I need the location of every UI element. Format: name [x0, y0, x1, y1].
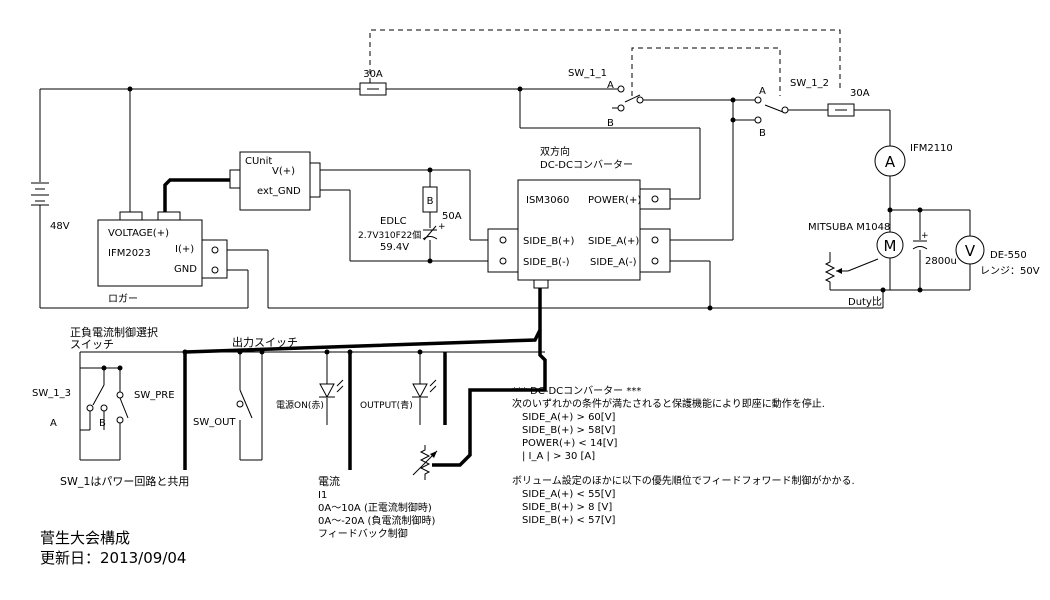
motor-cap: 2800u	[925, 256, 957, 267]
sw-1-3-label: SW_1_3	[32, 388, 71, 399]
stop-condition: SIDE_B(+) > 58[V]	[522, 425, 616, 436]
sw-label: SW_1_2	[790, 78, 829, 89]
sw-out-label: SW_OUT	[193, 417, 236, 428]
motor-m1048: M MITSUBA M1048 Duty比 + 2800u	[808, 222, 957, 308]
control-panel: 正負電流制御選択 スイッチ 出力スイッチ SW_1_3 SW_PRE A B S…	[32, 325, 298, 488]
fuse-rating: 30A	[363, 69, 383, 80]
svg-text:+: +	[921, 231, 929, 241]
fuse-label: B	[427, 196, 434, 207]
notes-priority-intro: ボリューム設定のほかに以下の優先順位でフィードフォワード制御がかかる.	[512, 474, 855, 487]
contact-a-label: A	[50, 418, 57, 429]
cunit-extgnd: ext_GND	[257, 186, 301, 197]
cunit-box: CUnit V(+) ext_GND	[229, 151, 321, 211]
polarity-select-2: スイッチ	[70, 338, 114, 351]
edlc-voltage: 59.4V	[380, 242, 409, 253]
fuse-30a-right: 30A	[827, 88, 870, 117]
cunit-vplus: V(+)	[272, 166, 295, 177]
priority-condition: SIDE_A(+) < 55[V]	[522, 489, 616, 500]
fuse-edlc: B 50A	[422, 186, 462, 222]
voltmeter-de550: V DE-550 レンジ：50V	[955, 235, 1040, 277]
wiring	[39, 29, 971, 461]
logger-ifm2023: VOLTAGE(+) IFM2023 I(+) GND ロガー	[97, 211, 228, 305]
converter-model: ISM3060	[526, 195, 569, 206]
led-output-label: OUTPUT(青)	[360, 399, 413, 411]
contact-b-label: B	[607, 118, 614, 129]
current-potentiometer	[412, 445, 438, 480]
contact-b-label: B	[99, 418, 106, 429]
fuse-rating: 30A	[850, 88, 870, 99]
fuse-rating: 50A	[442, 211, 462, 222]
voltmeter-symbol: V	[965, 242, 976, 260]
led-power-label: 電源ON(赤)	[276, 400, 324, 411]
duty-label: Duty比	[848, 296, 882, 308]
voltmeter-range: レンジ：50V	[980, 266, 1040, 277]
thick-wiring	[163, 178, 547, 470]
stop-condition: SIDE_A(+) > 60[V]	[522, 412, 616, 423]
ammeter-ifm2110: A IFM2110	[874, 143, 953, 177]
converter-notes: *** DC-DCコンバーター *** 次のいずれかの条件が満たされると保護機能…	[512, 385, 855, 526]
battery-48v: 48V	[31, 182, 70, 232]
polarity-select-1: 正負電流制御選択	[70, 325, 158, 339]
current-title: 電流	[318, 474, 340, 488]
contact-a-label: A	[607, 80, 614, 91]
motor-symbol: M	[884, 237, 897, 255]
side-a-plus-label: SIDE_A(+)	[588, 236, 639, 247]
current-i1: I1	[318, 490, 327, 501]
notes-stop-intro: 次のいずれかの条件が満たされると保護機能により即座に動作を停止.	[512, 397, 825, 410]
side-b-plus-label: SIDE_B(+)	[523, 236, 574, 247]
motor-name: MITSUBA M1048	[808, 222, 890, 233]
side-a-minus-label: SIDE_A(-)	[590, 257, 637, 268]
junction-nodes	[101, 86, 923, 371]
converter-ism3060: 双方向 DC-DCコンバーター ISM3060 POWER(+) SIDE_B(…	[487, 145, 671, 289]
led-power: 電源ON(赤)	[276, 379, 344, 411]
gnd-label: GND	[174, 264, 197, 275]
updated-date: 更新日：2013/09/04	[40, 549, 186, 567]
priority-condition: SIDE_B(+) > 8 [V]	[522, 502, 612, 513]
svg-text:+: +	[438, 222, 446, 232]
output-switch-label: 出力スイッチ	[232, 335, 298, 349]
notes-header: *** DC-DCコンバーター ***	[512, 385, 641, 397]
battery-label: 48V	[50, 221, 70, 232]
converter-title-2: DC-DCコンバーター	[540, 159, 633, 171]
current-positive: 0A～10A (正電流制御時)	[318, 501, 432, 514]
converter-title-1: 双方向	[540, 145, 570, 158]
logger-model: IFM2023	[108, 248, 151, 259]
contact-b-label: B	[759, 128, 766, 139]
footer: 菅生大会構成 更新日：2013/09/04	[40, 529, 186, 567]
fuse-30a-top: 30A	[359, 69, 387, 96]
current-notes: 電流 I1 0A～10A (正電流制御時) 0A～-20A (負電流制御時) フ…	[318, 474, 435, 540]
edlc-name: EDLC	[380, 216, 407, 227]
sw-pre-label: SW_PRE	[134, 390, 175, 401]
contact-a-label: A	[759, 86, 766, 97]
voltmeter-name: DE-550	[990, 250, 1027, 261]
switch-sw-1-2: SW_1_2 A B	[754, 78, 829, 139]
led-output: OUTPUT(青)	[360, 379, 437, 411]
edlc-capacitor: + EDLC 2.7V310F22個 59.4V	[358, 216, 446, 253]
diagram-title: 菅生大会構成	[40, 529, 130, 547]
power-plus-label: POWER(+)	[588, 195, 641, 206]
ammeter-name: IFM2110	[910, 143, 953, 154]
current-negative: 0A～-20A (負電流制御時)	[318, 514, 435, 527]
ammeter-symbol: A	[885, 153, 896, 171]
priority-condition: SIDE_B(+) < 57[V]	[522, 515, 616, 526]
voltage-label: VOLTAGE(+)	[108, 228, 169, 239]
stop-condition: POWER(+) < 14[V]	[522, 438, 617, 449]
stop-condition: | I_A | > 30 [A]	[522, 451, 595, 462]
current-feedback: フィードバック制御	[318, 527, 408, 540]
edlc-spec: 2.7V310F22個	[358, 229, 421, 241]
sw-shared-note: SW_1はパワー回路と共用	[60, 475, 189, 488]
switch-sw-1-1: SW_1_1 A B	[568, 68, 644, 129]
side-b-minus-label: SIDE_B(-)	[523, 257, 570, 268]
iplus-label: I(+)	[175, 244, 194, 255]
logger-label: ロガー	[108, 293, 138, 305]
sw-label: SW_1_1	[568, 68, 607, 79]
cunit-name: CUnit	[245, 156, 272, 167]
